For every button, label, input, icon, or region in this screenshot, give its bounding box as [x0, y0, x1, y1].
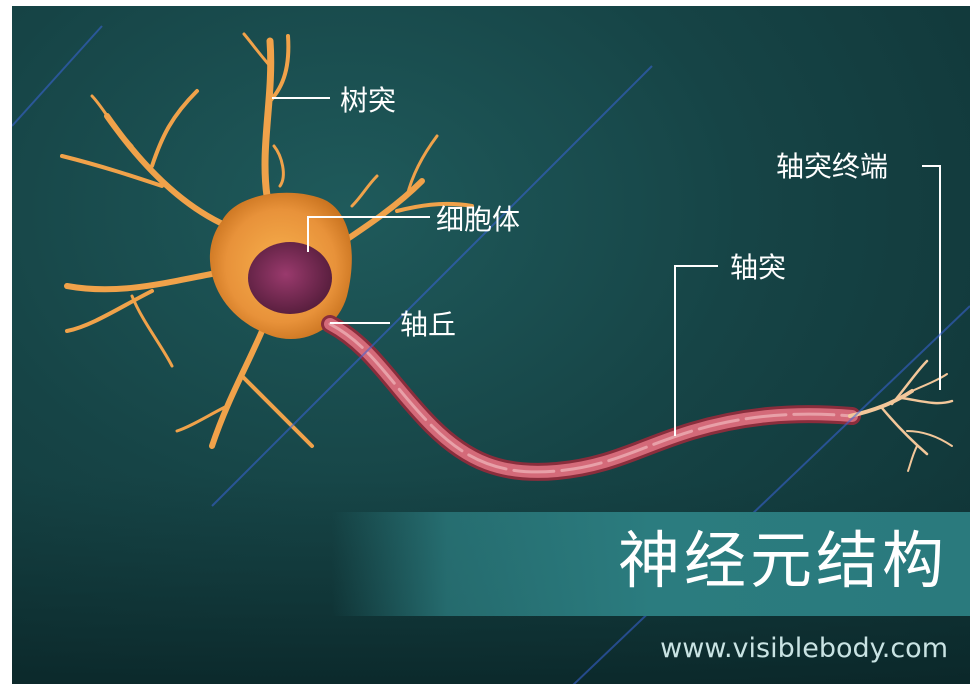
leader-axon-terminal	[922, 166, 940, 390]
nucleus	[248, 242, 332, 314]
label-axon: 轴突	[730, 252, 786, 284]
website-credit: www.visiblebody.com	[660, 632, 948, 666]
neuron-diagram: 树突 细胞体 轴丘 轴突 轴突终端 神经元结构 www.visiblebody.…	[12, 6, 970, 684]
label-axon-terminal: 轴突终端	[776, 151, 888, 183]
label-cell-body: 细胞体	[436, 204, 520, 236]
label-axon-hillock: 轴丘	[400, 309, 456, 341]
axon-terminal	[850, 361, 952, 471]
leader-axon	[675, 266, 718, 436]
diagram-title: 神经元结构	[618, 521, 948, 601]
leader-lines	[272, 98, 940, 436]
label-dendrite: 树突	[340, 85, 396, 117]
axon	[330, 324, 852, 472]
